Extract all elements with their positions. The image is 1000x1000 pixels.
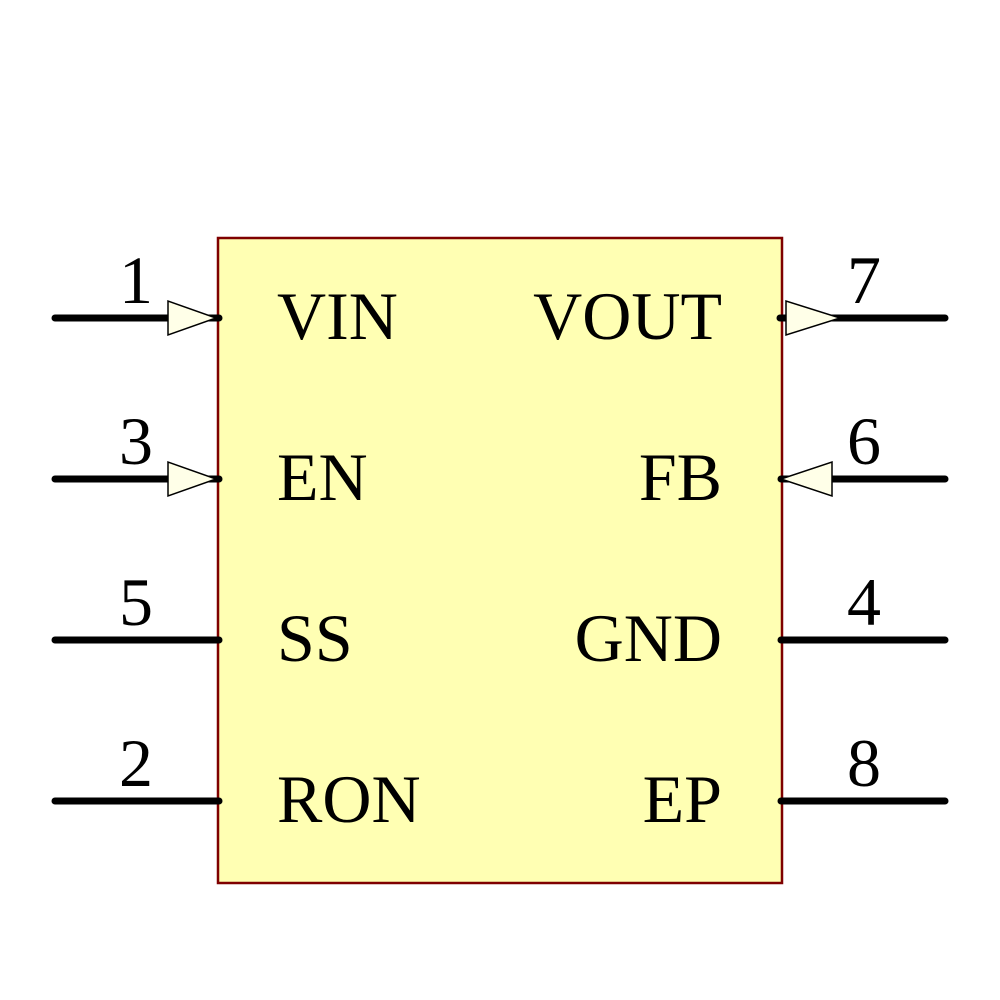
pin-name-label: VIN — [277, 278, 398, 354]
pin-1[interactable]: 1 VIN — [51, 242, 398, 354]
pin-5[interactable]: 5 SS — [51, 564, 353, 676]
input-arrow-icon — [167, 299, 219, 337]
pin-number: 2 — [119, 725, 153, 801]
pin-name-label: GND — [575, 600, 722, 676]
pin-2[interactable]: 2 RON — [51, 725, 421, 837]
pin-name-label: SS — [277, 600, 353, 676]
pin-number: 8 — [847, 725, 881, 801]
pin-name-label: VOUT — [533, 278, 722, 354]
pin-number: 1 — [119, 242, 153, 318]
pin-number: 3 — [119, 403, 153, 479]
pin-number: 5 — [119, 564, 153, 640]
pin-number: 4 — [847, 564, 881, 640]
input-arrow-icon — [778, 460, 833, 498]
pin-8[interactable]: 8 EP — [643, 725, 949, 837]
pin-name-label: RON — [277, 761, 421, 837]
pin-4[interactable]: 4 GND — [575, 564, 949, 676]
input-arrow-icon — [167, 460, 219, 498]
pin-name-label: EN — [277, 439, 368, 515]
pin-name-label: EP — [643, 761, 722, 837]
output-arrow-icon — [785, 299, 843, 337]
pin-3[interactable]: 3 EN — [51, 403, 368, 515]
pin-name-label: FB — [639, 439, 722, 515]
pin-number: 7 — [847, 242, 881, 318]
pin-number: 6 — [847, 403, 881, 479]
pin-6[interactable]: 6 FB — [639, 403, 949, 515]
component-body[interactable] — [216, 236, 784, 885]
pin-7[interactable]: 7 VOUT — [533, 242, 949, 354]
